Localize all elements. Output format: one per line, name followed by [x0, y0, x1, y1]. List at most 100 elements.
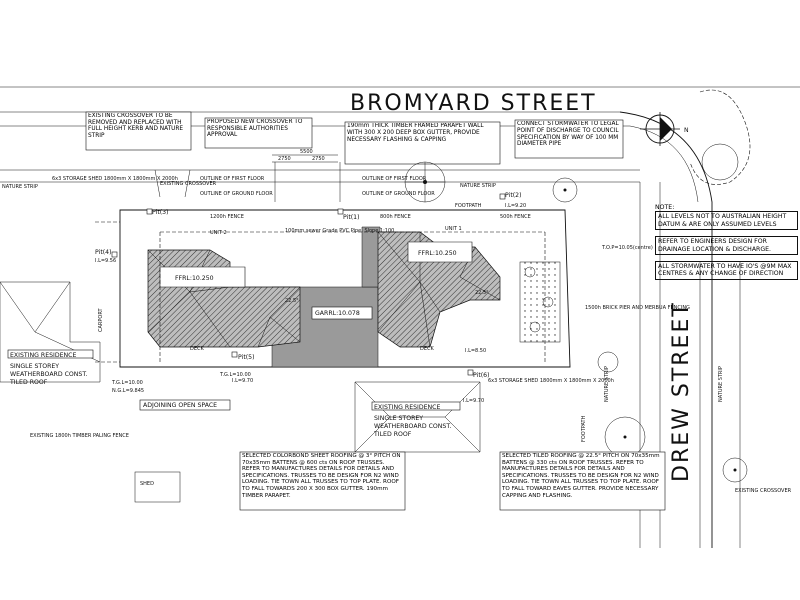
note-heading: NOTE: — [655, 204, 675, 211]
note-stormwater-box — [514, 119, 624, 159]
note-new-crossover: PROPOSED NEW CROSSOVER TO RESPONSIBLE AU… — [207, 119, 303, 139]
residence-bottom-roof: TILED ROOF — [373, 431, 412, 438]
shed-outline — [134, 471, 181, 503]
neighbour-house-bottom — [354, 381, 481, 453]
dim-5500: 5500 — [300, 149, 313, 155]
fence-1200-label: 1200h FENCE — [210, 214, 244, 220]
footpath-right: FOOTPATH — [581, 415, 587, 442]
ffrl-unit-1: FFRL:10.250 — [418, 250, 457, 257]
outline-first-label-2: OUTLINE OF FIRST FLOOR — [362, 176, 427, 182]
existing-crossover-label: EXISTING CROSSOVER — [160, 181, 217, 187]
pit-5-il: I.L=9.70 — [232, 378, 253, 384]
residence-left-title: EXISTING RESIDENCE — [10, 352, 76, 359]
garage-box — [311, 306, 373, 320]
residence-left-roof: TILED ROOF — [9, 379, 48, 386]
outline-ground-label: OUTLINE OF GROUND FLOOR — [200, 191, 273, 197]
kerb-curve — [619, 111, 713, 548]
existing-crossover-b: EXISTING CROSSOVER — [735, 488, 792, 494]
residence-left-storey: SINGLE STOREY — [10, 363, 59, 370]
tree-canopy-icon — [689, 89, 751, 185]
ngl-label-b: N.G.L=9.845 — [112, 388, 144, 394]
storage-shed-label: 6x3 STORAGE SHED 1800mm X 1800mm X 2000h — [52, 176, 178, 182]
pit-5-label: Pit(5) — [238, 354, 255, 361]
notes-right: NOTE: ALL LEVELS NOT TO AUSTRALIAN HEIGH… — [655, 204, 798, 280]
pit-4-il: I.L=9.56 — [95, 258, 116, 264]
tree-icon — [722, 457, 748, 483]
residence-left-title-box — [7, 349, 94, 359]
driveway-paving-2 — [361, 226, 381, 288]
tree-icon — [552, 177, 578, 203]
unit-2-roof — [147, 249, 301, 348]
note-colorbond: SELECTED COLORBOND SHEET ROOFING @ 3° PI… — [242, 453, 401, 499]
tree-icon — [404, 161, 446, 203]
nature-strip-label-2: NATURE STRIP — [460, 183, 496, 189]
outline-first-label: OUTLINE OF FIRST FLOOR — [200, 176, 265, 182]
fence-800-label: 800h FENCE — [380, 214, 411, 220]
north-arrow-icon: N — [640, 112, 689, 146]
note-levels: ALL LEVELS NOT TO AUSTRALIAN HEIGHT DATU… — [655, 211, 798, 231]
garrl-label: GARRL:10.078 — [315, 310, 360, 317]
crossover-lines — [154, 162, 341, 202]
site-plan-svg: BROMYARD STREET DREW STREET N EXISTING C… — [0, 86, 800, 548]
deck-label: DECK — [190, 346, 205, 352]
unit-2-label: UNIT 2 — [210, 230, 227, 236]
note-tiled: SELECTED TILED ROOFING @ 22.5° PITCH ON … — [502, 453, 660, 499]
kerb-right — [639, 182, 741, 548]
note-crossover-box — [85, 111, 192, 151]
adjoining-box — [139, 399, 231, 411]
tgl-label: T.G.L=10.00 — [219, 372, 251, 378]
residence-left-const: WEATHERBOARD CONST. — [10, 371, 87, 378]
nature-strip-far: NATURE STRIP — [718, 366, 724, 402]
pit-6-il: I.L=9.70 — [463, 398, 484, 404]
brick-pier-label: 1500h BRICK PIER AND MERBUA FENCING — [585, 305, 690, 311]
kerb-top — [0, 86, 800, 183]
dim-2750-b: 2750 — [312, 156, 325, 162]
note-tiled-box — [499, 451, 666, 511]
note-stormwater-ios: ALL STORMWATER TO HAVE IO'S @9M MAX CENT… — [655, 261, 798, 280]
pit-3-label: Pit(3) — [152, 209, 169, 216]
street-name-top: BROMYARD STREET — [350, 91, 597, 116]
tgl-label-b: T.G.L=10.00 — [111, 380, 143, 386]
il-upper: I.L=8.50 — [465, 348, 486, 354]
pitch-b-label: 22.5° — [475, 290, 489, 296]
pit-markers — [111, 193, 506, 376]
adjoining-label: ADJOINING OPEN SPACE — [143, 402, 217, 409]
paling-fence-label: EXISTING 1800h TIMBER PALING FENCE — [30, 433, 129, 439]
note-drainage: REFER TO ENGINEERS DESIGN FOR DRAINAGE L… — [655, 236, 798, 256]
pit-1-label: Pit(1) — [343, 214, 360, 221]
pit-4-label: Pit(4) — [95, 249, 112, 256]
street-name-right: DREW STREET — [669, 301, 694, 482]
ffrl-unit-2: FFRL:10.250 — [175, 275, 214, 282]
note-stormwater: CONNECT STORMWATER TO LEGAL POINT OF DIS… — [517, 121, 619, 148]
nature-strip-right: NATURE STRIP — [604, 366, 610, 402]
pit-2-label: Pit(2) — [505, 192, 522, 199]
unit-1-label: UNIT 1 — [445, 226, 462, 232]
deck-label-2: DECK — [420, 346, 435, 352]
unit-1-roof — [377, 231, 501, 348]
note-parapet: 190mm THICK TIMBER FRAMED PARAPET WALL W… — [347, 123, 484, 143]
fence-500-label: 500h FENCE — [500, 214, 531, 220]
carport-label: CARPORT — [98, 308, 104, 332]
nature-strip-label: NATURE STRIP — [2, 184, 38, 190]
residence-bottom-title-box — [371, 401, 461, 411]
top-pipe-label: T.O.P=10.05(centre) — [601, 245, 653, 251]
boundary-ext — [95, 221, 120, 363]
residence-bottom-title: EXISTING RESIDENCE — [374, 404, 440, 411]
shrub-icons — [519, 261, 561, 343]
dim-2750-a: 2750 — [278, 156, 291, 162]
footpath-label: FOOTPATH — [455, 203, 482, 209]
storage-shed-b: 6x3 STORAGE SHED 1800mm X 1800mm X 2000h — [488, 378, 614, 384]
property-boundary — [119, 209, 571, 368]
pit-2-il: I.L=9.20 — [505, 203, 526, 209]
note-colorbond-box — [239, 451, 406, 511]
residence-bottom-const: WEATHERBOARD CONST. — [374, 423, 451, 430]
residence-bottom-storey: SINGLE STOREY — [374, 415, 423, 422]
north-label: N — [684, 127, 689, 134]
shed-label: SHED — [140, 481, 154, 487]
pvc-pipe-label: 100mm sewer Grade PVC Pipe, Slope 1:100 — [285, 228, 394, 234]
pitch-a-label: 22.5° — [285, 298, 299, 304]
site-plan-drawing: BROMYARD STREET DREW STREET N EXISTING C… — [0, 62, 800, 548]
outline-ground-label-2: OUTLINE OF GROUND FLOOR — [362, 191, 435, 197]
note-parapet-box — [344, 121, 501, 165]
pit-6-label: Pit(6) — [473, 372, 490, 379]
